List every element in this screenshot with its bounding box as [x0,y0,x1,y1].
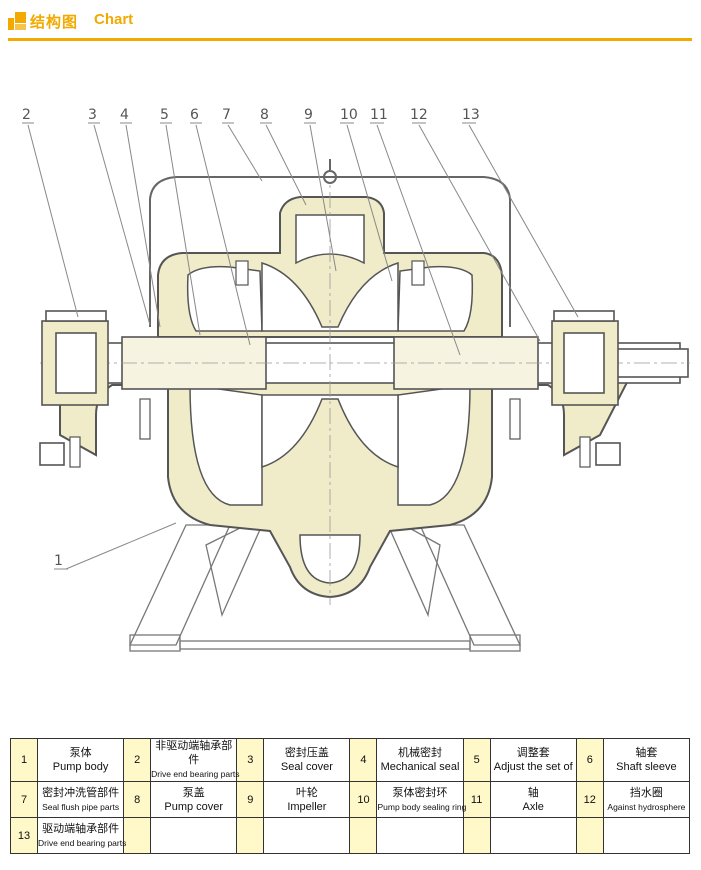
logo-squares-icon [8,12,26,30]
part-number: 13 [10,817,38,854]
part-number: 11 [462,781,491,818]
part-number: 1 [10,738,38,782]
empty-cell [123,817,152,854]
empty-cell [349,817,378,854]
empty-cell [462,817,491,854]
empty-cell [376,817,464,854]
header: 结构图 Chart [8,10,692,34]
callout-1: 1 [54,553,63,569]
callout-13: 13 [462,107,480,123]
seal-flush-pipe [149,159,511,327]
part-number: 5 [462,738,491,782]
header-rule [8,38,692,41]
part-number: 2 [123,738,152,782]
empty-cell [602,817,691,854]
callout-3: 3 [88,107,97,123]
part-number: 10 [349,781,378,818]
callout-5: 5 [160,107,169,123]
callout-labels: 2 3 4 5 6 7 8 9 10 11 12 13 1 [22,107,480,569]
callout-11: 11 [370,107,388,123]
bearing-housings [39,310,621,466]
callout-8: 8 [260,107,269,123]
callout-4: 4 [120,107,129,123]
empty-cell [489,817,577,854]
part-number: 9 [236,781,265,818]
callout-9: 9 [304,107,313,123]
callout-6: 6 [190,107,199,123]
part-number: 3 [236,738,265,782]
page-title-cn: 结构图 [30,13,79,31]
leader-lines [22,122,579,570]
empty-cell [263,817,351,854]
part-number: 7 [10,781,38,818]
part-number: 12 [575,781,604,818]
page-title-en: Chart [94,11,134,28]
volute-cavities [186,214,474,584]
callout-12: 12 [410,107,428,123]
impeller [261,261,399,469]
pump-structure-diagram: 2 3 4 5 6 7 8 9 10 11 12 13 1 [22,107,690,652]
callout-2: 2 [22,107,31,123]
part-number: 6 [575,738,604,782]
empty-cell [575,817,604,854]
casing-bolts [69,260,591,468]
part-number: 4 [349,738,378,782]
callout-7: 7 [222,107,231,123]
part-number: 8 [123,781,152,818]
callout-10: 10 [340,107,358,123]
empty-cell [150,817,238,854]
empty-cell [236,817,265,854]
